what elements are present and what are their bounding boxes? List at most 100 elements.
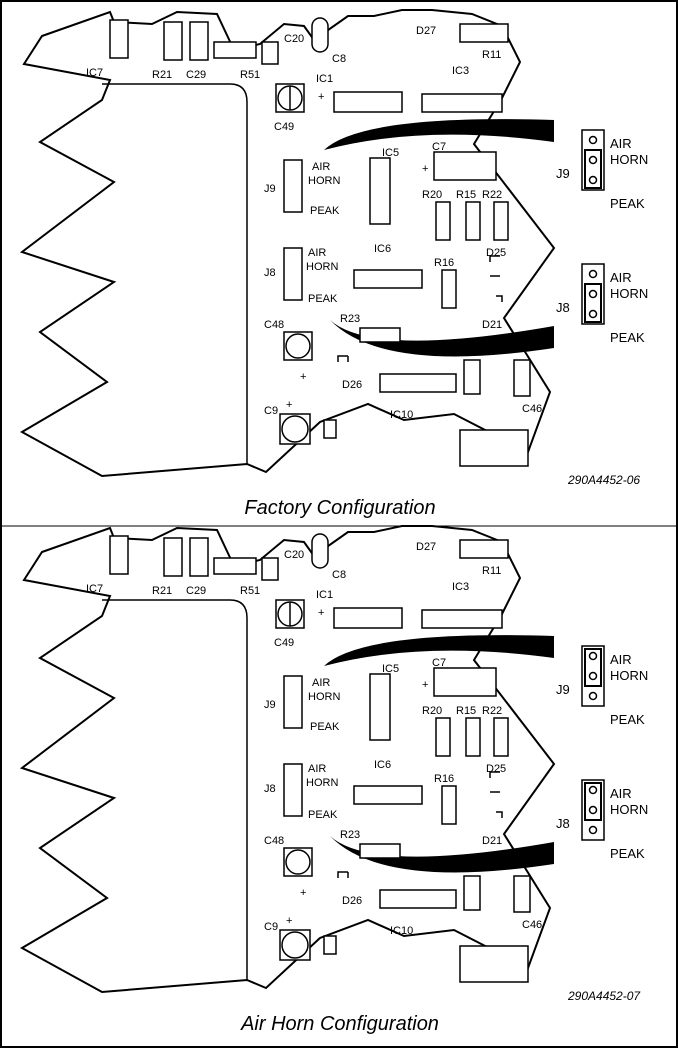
label-j9: J9 bbox=[264, 183, 276, 195]
label-ic1: IC1 bbox=[316, 589, 333, 601]
label-air: AIR bbox=[312, 161, 330, 173]
jumper-shunt bbox=[584, 283, 602, 323]
label-r11: R11 bbox=[482, 565, 501, 577]
label-j8: J8 bbox=[264, 267, 276, 279]
label-c7: C7 bbox=[432, 657, 446, 669]
label-r11: R11 bbox=[482, 49, 501, 61]
label-c9: C9 bbox=[264, 405, 278, 417]
label-peak: PEAK bbox=[310, 721, 340, 733]
label-r23: R23 bbox=[340, 313, 360, 325]
label-ic10: IC10 bbox=[390, 925, 413, 937]
label-peak: PEAK bbox=[308, 293, 338, 305]
label-r15: R15 bbox=[456, 189, 476, 201]
label-r21: R21 bbox=[152, 69, 172, 81]
j8-peak-label: PEAK bbox=[610, 330, 645, 345]
label-c29: C29 bbox=[186, 69, 206, 81]
label-c8: C8 bbox=[332, 53, 346, 65]
label-horn: HORN bbox=[308, 175, 340, 187]
label-plus: + bbox=[300, 371, 306, 383]
label-c46: C46 bbox=[522, 403, 542, 415]
label-ic6: IC6 bbox=[374, 243, 391, 255]
label-ic6: IC6 bbox=[374, 759, 391, 771]
label-plus: + bbox=[286, 915, 292, 927]
label-r22: R22 bbox=[482, 189, 502, 201]
label-c49: C49 bbox=[274, 121, 294, 133]
j8-horn-label: HORN bbox=[610, 286, 648, 301]
label-d26: D26 bbox=[342, 895, 362, 907]
label-j9: J9 bbox=[264, 699, 276, 711]
label-d21: D21 bbox=[482, 319, 502, 331]
label-ic5: IC5 bbox=[382, 663, 399, 675]
j9-air-label: AIR bbox=[610, 136, 632, 151]
label-air: AIR bbox=[312, 677, 330, 689]
j9-horn-label: HORN bbox=[610, 668, 648, 683]
j9-callout: J9 AIR HORN PEAK bbox=[556, 645, 648, 727]
label-horn: HORN bbox=[306, 261, 338, 273]
figure-number: 290A4452-07 bbox=[567, 989, 641, 1003]
jumper-shunt bbox=[584, 149, 602, 189]
label-c8: C8 bbox=[332, 569, 346, 581]
label-r23: R23 bbox=[340, 829, 360, 841]
label-c9: C9 bbox=[264, 921, 278, 933]
label-r16: R16 bbox=[434, 773, 454, 785]
label-d25: D25 bbox=[486, 763, 506, 775]
label-r15: R15 bbox=[456, 705, 476, 717]
label-r16: R16 bbox=[434, 257, 454, 269]
label-d27: D27 bbox=[416, 25, 436, 37]
label-c20: C20 bbox=[284, 33, 304, 45]
label-r51: R51 bbox=[240, 585, 260, 597]
label-d26: D26 bbox=[342, 379, 362, 391]
label-r51: R51 bbox=[240, 69, 260, 81]
air-horn-panel: IC7 R21 C29 R51 C20 C8 D27 R11 IC1 IC3 C… bbox=[21, 525, 648, 1035]
figure-caption: Air Horn Configuration bbox=[240, 1013, 439, 1035]
label-plus: + bbox=[318, 91, 324, 103]
label-c20: C20 bbox=[284, 549, 304, 561]
jumper-shunt bbox=[584, 648, 602, 687]
label-plus: + bbox=[422, 679, 428, 691]
label-horn: HORN bbox=[308, 691, 340, 703]
label-d27: D27 bbox=[416, 541, 436, 553]
j9-callout: J9 AIR HORN PEAK bbox=[556, 129, 648, 211]
label-r22: R22 bbox=[482, 705, 502, 717]
label-ic10: IC10 bbox=[390, 409, 413, 421]
j9-label: J9 bbox=[556, 682, 570, 697]
label-r20: R20 bbox=[422, 705, 442, 717]
j9-label: J9 bbox=[556, 166, 570, 181]
label-air: AIR bbox=[308, 247, 326, 259]
label-peak: PEAK bbox=[308, 809, 338, 821]
label-air: AIR bbox=[308, 763, 326, 775]
j9-peak-label: PEAK bbox=[610, 196, 645, 211]
label-r21: R21 bbox=[152, 585, 172, 597]
j8-air-label: AIR bbox=[610, 786, 632, 801]
j8-callout: J8 AIR HORN PEAK bbox=[556, 779, 648, 861]
label-r20: R20 bbox=[422, 189, 442, 201]
label-plus: + bbox=[422, 163, 428, 175]
j8-label: J8 bbox=[556, 300, 570, 315]
label-plus: + bbox=[300, 887, 306, 899]
label-plus: + bbox=[318, 607, 324, 619]
label-peak: PEAK bbox=[310, 205, 340, 217]
label-ic7: IC7 bbox=[86, 583, 103, 595]
label-horn: HORN bbox=[306, 777, 338, 789]
label-c46: C46 bbox=[522, 919, 542, 931]
label-c7: C7 bbox=[432, 141, 446, 153]
label-c49: C49 bbox=[274, 637, 294, 649]
j9-horn-label: HORN bbox=[610, 152, 648, 167]
label-j8: J8 bbox=[264, 783, 276, 795]
label-ic1: IC1 bbox=[316, 73, 333, 85]
jumper-shunt bbox=[584, 782, 602, 821]
figure-caption: Factory Configuration bbox=[244, 497, 435, 519]
j9-peak-label: PEAK bbox=[610, 712, 645, 727]
label-ic7: IC7 bbox=[86, 67, 103, 79]
label-d21: D21 bbox=[482, 835, 502, 847]
figure-number: 290A4452-06 bbox=[567, 473, 640, 487]
label-ic3: IC3 bbox=[452, 581, 469, 593]
label-d25: D25 bbox=[486, 247, 506, 259]
j8-callout: J8 AIR HORN PEAK bbox=[556, 263, 648, 345]
j8-horn-label: HORN bbox=[610, 802, 648, 817]
label-c48: C48 bbox=[264, 835, 284, 847]
label-c29: C29 bbox=[186, 585, 206, 597]
factory-panel: IC7 R21 C29 R51 C20 C8 D27 R11 IC1 IC3 C… bbox=[21, 9, 648, 519]
